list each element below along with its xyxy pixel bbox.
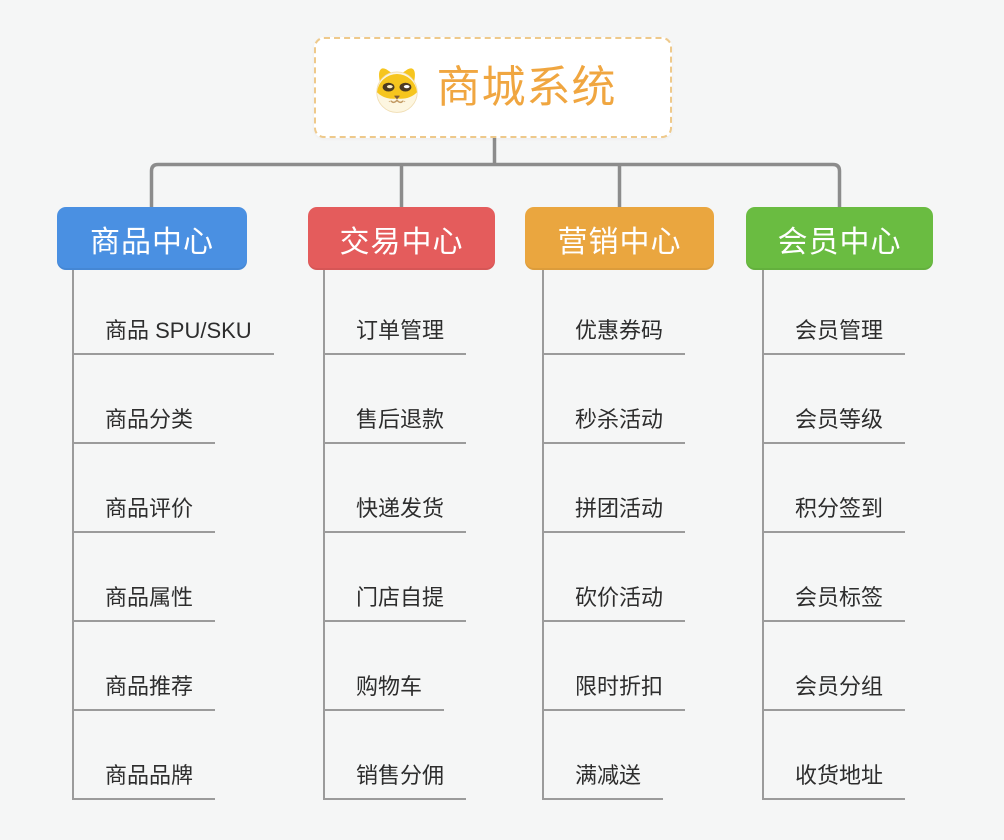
- leaf-node[interactable]: 砍价活动: [542, 585, 686, 622]
- root-title: 商城系统: [436, 62, 617, 112]
- branch-node-trade-center[interactable]: 交易中心: [308, 207, 495, 270]
- leaf-node[interactable]: 收货地址: [762, 763, 906, 800]
- leaf-node[interactable]: 会员标签: [762, 585, 906, 622]
- branch-spine-line: [762, 270, 764, 800]
- leaf-node[interactable]: 快递发货: [323, 496, 467, 533]
- leaf-node[interactable]: 门店自提: [323, 585, 467, 622]
- tree-connector-path: [149, 138, 842, 209]
- leaf-node[interactable]: 商品评价: [72, 496, 216, 533]
- branch-spine-line: [72, 270, 74, 800]
- branch-node-product-center[interactable]: 商品中心: [57, 207, 247, 270]
- leaf-node[interactable]: 限时折扣: [542, 674, 686, 711]
- leaf-node[interactable]: 会员管理: [762, 318, 906, 355]
- leaf-node[interactable]: 秒杀活动: [542, 407, 686, 444]
- branch-node-marketing-center[interactable]: 营销中心: [525, 207, 714, 270]
- leaf-node[interactable]: 购物车: [323, 674, 445, 711]
- leaf-node[interactable]: 商品推荐: [72, 674, 216, 711]
- leaf-node[interactable]: 销售分佣: [323, 763, 467, 800]
- branch-node-member-center[interactable]: 会员中心: [746, 207, 933, 270]
- branch-spine-line: [323, 270, 325, 800]
- dog-face-icon: [375, 67, 418, 113]
- leaf-node[interactable]: 满减送: [542, 763, 664, 800]
- leaf-node[interactable]: 商品属性: [72, 585, 216, 622]
- root-node[interactable]: 商城系统: [314, 37, 672, 138]
- leaf-node[interactable]: 优惠券码: [542, 318, 686, 355]
- leaf-node[interactable]: 商品品牌: [72, 763, 216, 800]
- leaf-node[interactable]: 订单管理: [323, 318, 467, 355]
- leaf-node[interactable]: 商品分类: [72, 407, 216, 444]
- leaf-node[interactable]: 拼团活动: [542, 496, 686, 533]
- leaf-node[interactable]: 会员分组: [762, 674, 906, 711]
- branch-spine-line: [542, 270, 544, 800]
- leaf-node[interactable]: 会员等级: [762, 407, 906, 444]
- leaf-node[interactable]: 商品 SPU/SKU: [72, 318, 274, 355]
- leaf-node[interactable]: 售后退款: [323, 407, 467, 444]
- leaf-node[interactable]: 积分签到: [762, 496, 906, 533]
